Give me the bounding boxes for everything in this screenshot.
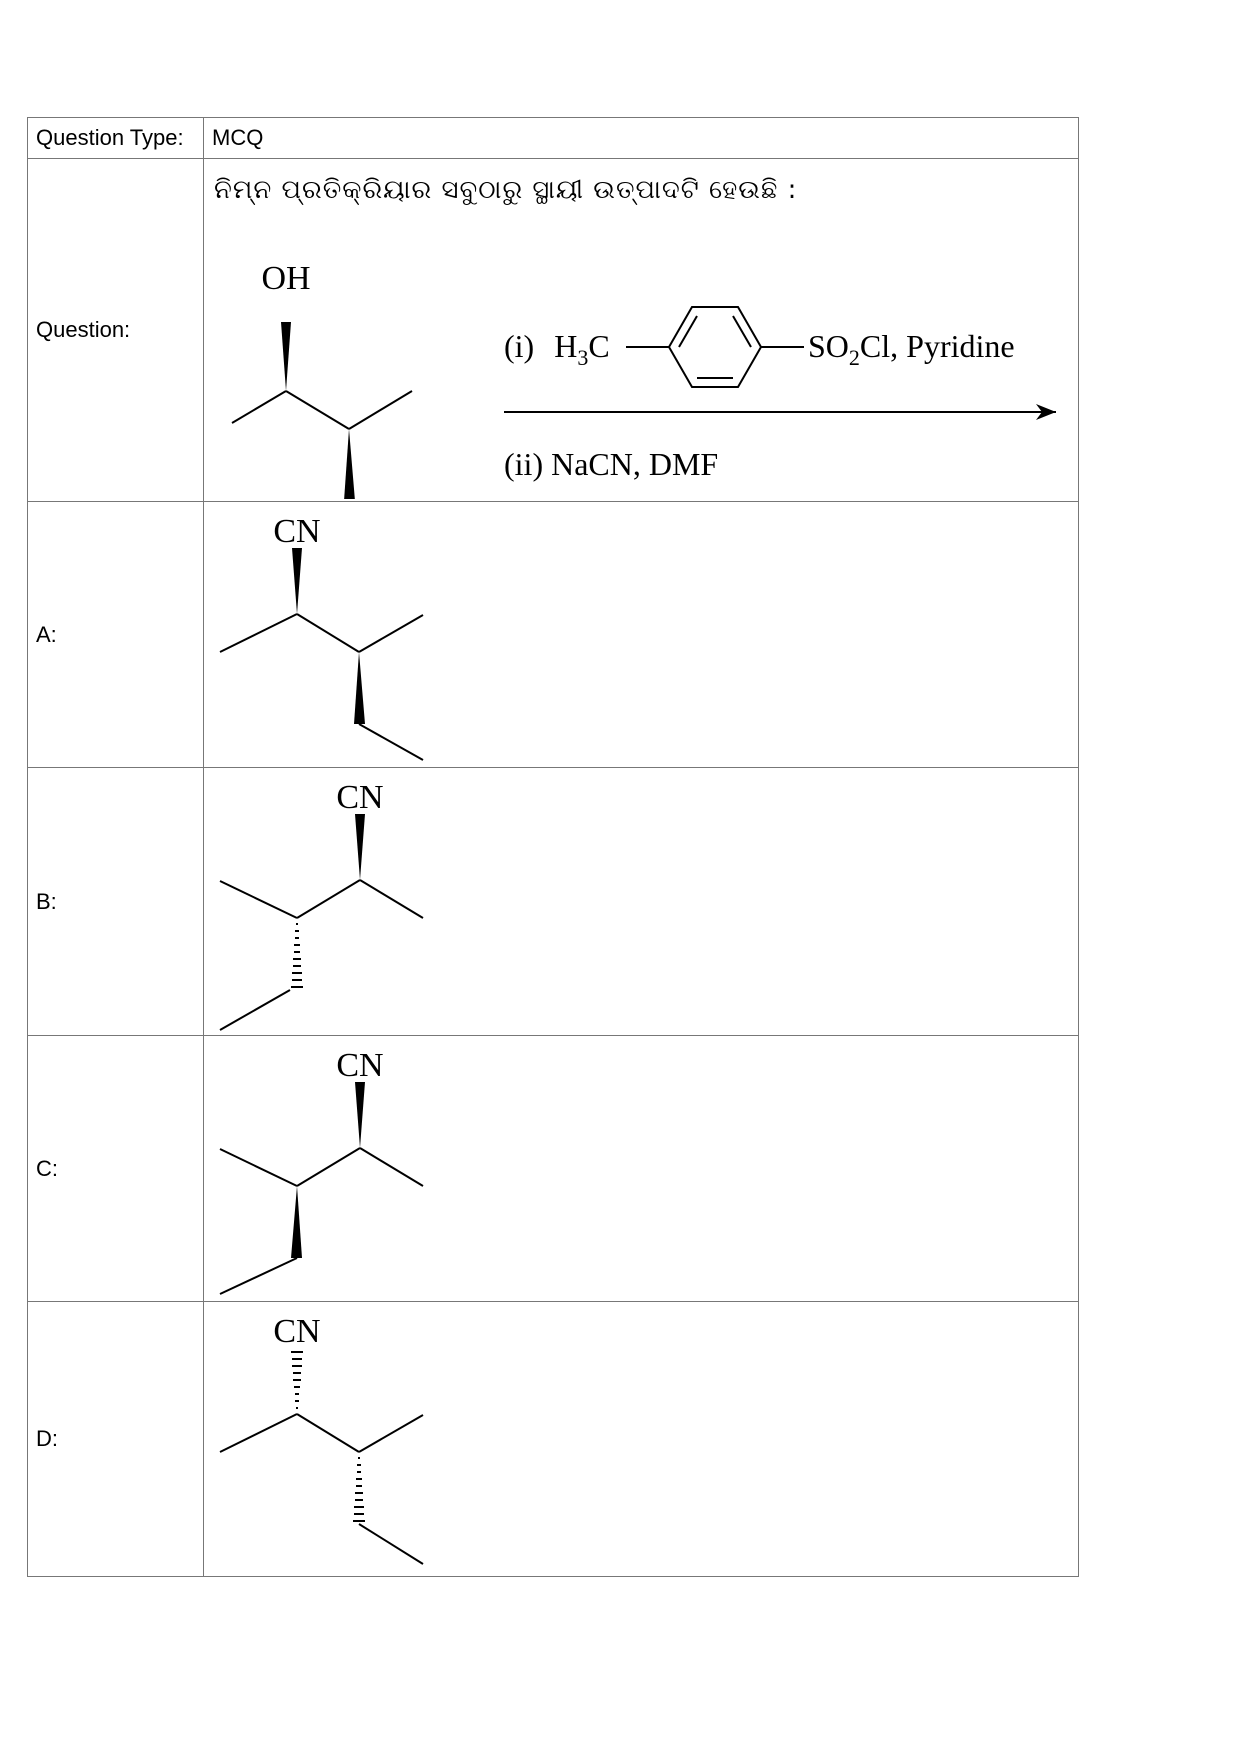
benzene-ring [667, 306, 763, 388]
question-table: Question Type: MCQ Question: ନିମ୍ନ ପ୍ରତି… [27, 117, 1079, 1577]
reactant-bond [285, 390, 350, 430]
reagent-h: H [554, 328, 577, 364]
option-label-c: C: [27, 1035, 204, 1302]
svg-text:SO2Cl, Pyridine: SO2Cl, Pyridine [808, 328, 1015, 370]
hashed-bond [291, 923, 303, 988]
hashed-bond [291, 1351, 303, 1409]
reagent-so: SO [808, 328, 849, 364]
reactant-oh-label: OH [261, 260, 310, 297]
question-cell: ନିମ୍ନ ପ୍ରତିକ୍ରିୟାର ସବୁଠାରୁ ସ୍ଥାୟୀ ଉତ୍ପାଦ… [203, 158, 1079, 502]
reaction-scheme: OH (i) H3C [231, 260, 1056, 499]
question-type-value-cell: MCQ [203, 117, 1079, 159]
reagent-step-ii: (ii) NaCN, DMF [504, 446, 718, 482]
arrow-head-icon [1036, 404, 1056, 420]
question-row: Question: ନିମ୍ନ ପ୍ରତିକ୍ରିୟାର ସବୁଠାରୁ ସ୍ଥ… [27, 158, 1079, 502]
reagents: (i) H3C SO2Cl, Pyridine [504, 306, 1056, 482]
question-type-label: Question Type: [27, 117, 204, 159]
question-type-row: Question Type: MCQ [27, 117, 1079, 159]
reagent-rest: Cl, Pyridine [860, 328, 1015, 364]
reagent-sub2: 2 [849, 345, 860, 370]
reactant-bond [348, 390, 413, 430]
reactant-bond [231, 390, 287, 424]
hashed-bond [353, 1457, 365, 1522]
option-c-cn-label: CN [336, 1047, 383, 1084]
option-row-d: D: CN [27, 1301, 1079, 1577]
option-row-b: B: CN [27, 767, 1079, 1036]
option-cell-b: CN [203, 767, 1079, 1036]
reagent-step-i: (i) [504, 328, 534, 364]
question-type-value: MCQ [212, 125, 264, 150]
option-d-structure: CN [219, 1313, 424, 1565]
option-row-a: A: CN [27, 501, 1079, 768]
option-row-c: C: CN [27, 1035, 1079, 1302]
option-c-structure: CN [219, 1047, 424, 1295]
option-label-b: B: [27, 767, 204, 1036]
option-a-structure: CN [219, 513, 424, 761]
option-a-cn-label: CN [273, 513, 320, 550]
option-cell-a: CN [203, 501, 1079, 768]
reagent-c: C [588, 328, 609, 364]
reagent-sub3: 3 [577, 345, 588, 370]
reactant-structure: OH [231, 260, 413, 499]
option-label-a: A: [27, 501, 204, 768]
svg-text:(i) H3C: (i) H3C [504, 328, 610, 370]
option-b-structure: CN [219, 779, 424, 1031]
option-d-cn-label: CN [273, 1313, 320, 1350]
question-text: ନିମ୍ନ ପ୍ରତିକ୍ରିୟାର ସବୁଠାରୁ ସ୍ଥାୟୀ ଉତ୍ପାଦ… [214, 175, 798, 205]
option-label-d: D: [27, 1301, 204, 1577]
ethyl-wedge-bond [344, 429, 355, 499]
oh-wedge-bond [281, 322, 291, 391]
option-b-cn-label: CN [336, 779, 383, 816]
question-label: Question: [27, 158, 204, 502]
option-cell-d: CN [203, 1301, 1079, 1577]
option-cell-c: CN [203, 1035, 1079, 1302]
